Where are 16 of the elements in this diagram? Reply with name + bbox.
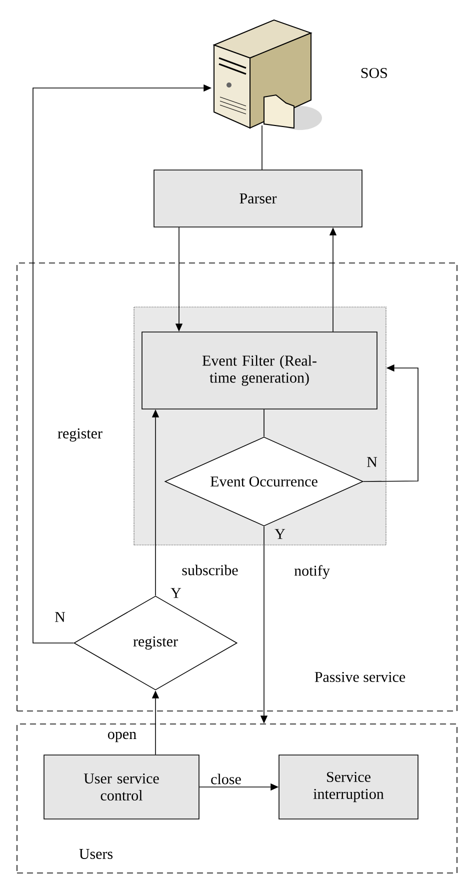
flow-label: subscribe (182, 564, 238, 576)
edge-label: open (108, 732, 136, 742)
edge-label: close (211, 774, 241, 784)
flow-label: notify (294, 565, 330, 579)
flow-label: register (58, 428, 102, 442)
edge-label: N (55, 612, 66, 622)
edge-label: Y (274, 529, 286, 539)
edge-label: N (367, 457, 378, 467)
node-caption: SOS (361, 68, 387, 78)
process-box: Parser (154, 170, 362, 228)
process-box: User service control (44, 754, 200, 820)
edge-label: Y (170, 588, 182, 598)
region-label: Passive service (314, 672, 406, 682)
region-label: Users (79, 849, 113, 859)
process-box: Service interruption (278, 754, 418, 820)
process-box: Event Filter (Real-time generation) (142, 332, 378, 410)
